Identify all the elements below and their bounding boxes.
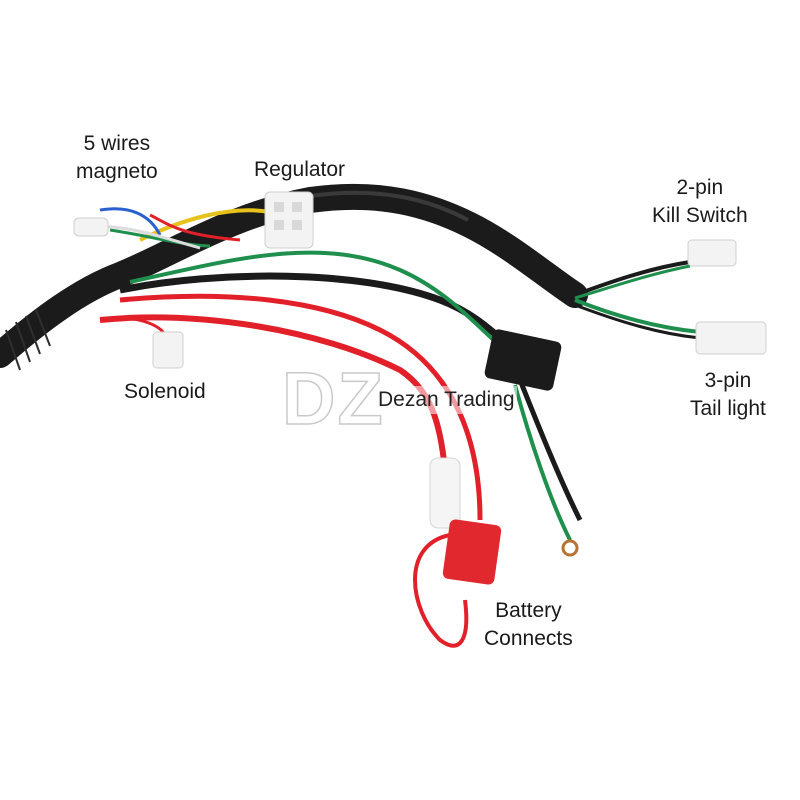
- regulator-pins: [274, 202, 302, 230]
- label-tail-light-line2: Tail light: [690, 397, 766, 420]
- rubber-block: [484, 329, 562, 391]
- block-wire-black: [517, 379, 583, 522]
- tail-light-connector: [695, 321, 767, 355]
- block-wire-green: [513, 384, 572, 541]
- harness-trunk-highlight: [309, 190, 469, 222]
- label-tail-light-line1: 3-pin: [704, 369, 752, 392]
- label-regulator-text: Regulator: [254, 158, 346, 181]
- label-tail-light: 3-pin Tail light: [690, 367, 766, 423]
- label-kill-switch: 2-pin Kill Switch: [652, 174, 748, 230]
- kill-switch-wire-green: [574, 264, 691, 300]
- red-wire-main: [99, 314, 448, 471]
- green-wire: [129, 250, 507, 352]
- watermark-text: Dezan Trading: [376, 386, 517, 414]
- magneto-wire-white: [99, 224, 201, 250]
- corrugated-sleeve: [5, 309, 51, 371]
- ring-terminal: [561, 539, 579, 557]
- magneto-wire-red: [149, 213, 241, 242]
- label-solenoid: Solenoid: [124, 378, 206, 406]
- label-kill-switch-line1: 2-pin: [676, 176, 724, 199]
- label-solenoid-text: Solenoid: [124, 380, 206, 403]
- magneto-wire-blue: [99, 207, 162, 236]
- label-kill-switch-line2: Kill Switch: [652, 204, 748, 227]
- solenoid-connector: [152, 331, 184, 369]
- watermark-logo: DZ: [281, 357, 385, 440]
- fuse-holder: [429, 457, 461, 529]
- battery-connector-cap: [442, 519, 502, 585]
- tail-light-wire-black: [574, 303, 701, 340]
- tail-light-wire-green: [574, 298, 701, 334]
- regulator-connector: [264, 191, 314, 249]
- red-wire-loop: [413, 533, 469, 648]
- kill-switch-connector: [687, 239, 737, 267]
- magneto-connector: [73, 217, 109, 237]
- black-wire-to-block: [119, 272, 523, 358]
- label-regulator: Regulator: [254, 156, 345, 184]
- label-magneto: 5 wires magneto: [76, 130, 158, 186]
- label-battery: Battery Connects: [484, 597, 573, 653]
- label-battery-line2: Connects: [484, 627, 573, 650]
- label-magneto-line1: 5 wires: [83, 132, 151, 155]
- label-battery-line1: Battery: [495, 599, 562, 622]
- label-magneto-line2: magneto: [76, 160, 158, 183]
- magneto-wire-green: [109, 228, 211, 248]
- red-wire-secondary: [119, 293, 483, 521]
- kill-switch-wire-black: [574, 260, 691, 297]
